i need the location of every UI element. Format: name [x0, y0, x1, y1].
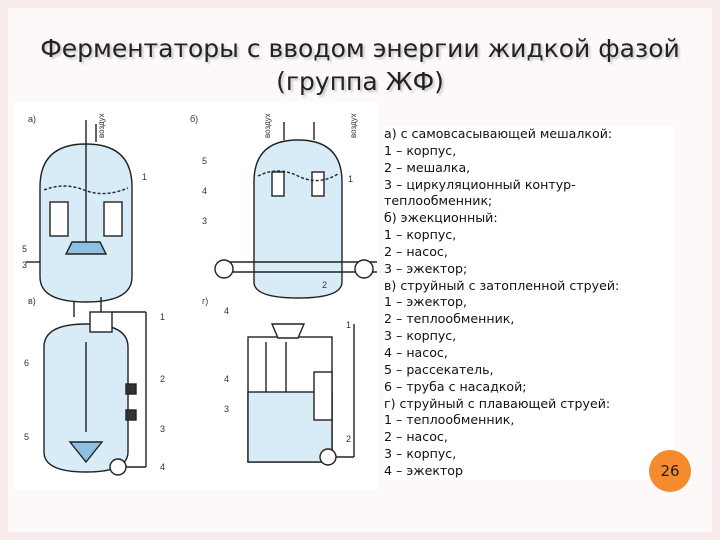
caption-line: 3 – эжектор; [384, 260, 468, 276]
caption-line: 3 – корпус, [384, 328, 457, 344]
panel-a-air-label: воздух [97, 113, 106, 138]
caption-line: 4 – эжектор [384, 462, 463, 478]
panel-c-label-2: 2 [160, 374, 165, 384]
panel-c-label-1: 1 [160, 312, 165, 322]
slide-title: Ферментаторы с вводом энергии жидкой фаз… [20, 32, 700, 98]
caption-line: 1 – теплообменник, [384, 412, 515, 428]
caption-line: 3 – циркуляционный контур- [384, 176, 576, 192]
caption-line: г) струйный с плавающей струей: [384, 395, 611, 411]
panel-d-vessel [247, 323, 355, 466]
panel-b-label-4: 4 [202, 186, 207, 196]
title-line-2: (группа ЖФ) [276, 67, 444, 96]
panel-b-label-1: 1 [348, 174, 353, 184]
panel-a-label-1: 1 [142, 172, 147, 182]
fermenter-diagram: а) 5 1 3 воздух б) 5 4 3 1 2 воздух возд… [14, 102, 378, 490]
panel-d-letter: г) [202, 296, 208, 306]
title-line-1: Ферментаторы с вводом энергии жидкой фаз… [40, 34, 680, 63]
caption-line: в) струйный с затопленной струей: [384, 277, 620, 293]
caption-line: 4 – насос, [384, 344, 448, 360]
caption-line: а) с самовсасывающей мешалкой: [384, 126, 613, 141]
caption-line: б) эжекционный: [384, 210, 498, 226]
panel-b-air-label-2: воздух [349, 113, 358, 138]
caption-line: 5 – рассекатель, [384, 361, 494, 377]
panel-b-label-2: 2 [322, 280, 327, 290]
panel-a-label-5: 5 [22, 244, 27, 254]
caption-list: а) с самовсасывающей мешалкой: 1 – корпу… [384, 126, 674, 480]
panel-d-label-3: 3 [224, 404, 229, 414]
panel-a-letter: а) [28, 114, 36, 124]
panel-c-label-6: 6 [24, 358, 29, 368]
caption-line: 3 – корпус, [384, 446, 457, 462]
caption-line: 1 – корпус, [384, 227, 457, 243]
panel-d-label-4: 4 [224, 374, 229, 384]
panel-c-label-4: 4 [160, 462, 165, 472]
panel-a-label-3: 3 [22, 260, 27, 270]
caption-line: 6 – труба с насадкой; [384, 378, 527, 394]
panel-b-air-label-1: воздух [263, 113, 272, 138]
caption-line: 2 – насос, [384, 429, 448, 445]
panel-b-label-5: 5 [202, 156, 207, 166]
caption-line: 2 – теплообменник, [384, 311, 515, 327]
panel-b-vessel [214, 122, 377, 299]
panel-d-label-4-top: 4 [224, 306, 229, 316]
panel-b-label-3: 3 [202, 216, 207, 226]
caption-line: теплообменник; [384, 193, 493, 209]
panel-a-vessel [26, 120, 133, 317]
panel-c-letter: в) [28, 296, 36, 306]
caption-line: 1 – эжектор, [384, 294, 467, 310]
caption-line: 2 – мешалка, [384, 159, 471, 175]
diagram-svg: а) 5 1 3 воздух б) 5 4 3 1 2 воздух возд… [22, 113, 377, 476]
caption-line: 2 – насос, [384, 243, 448, 259]
panel-c-label-3: 3 [160, 424, 165, 434]
panel-c-label-5: 5 [24, 432, 29, 442]
panel-b-letter: б) [190, 114, 198, 124]
panel-d-label-2: 2 [346, 434, 351, 444]
caption-line: 1 – корпус, [384, 142, 457, 158]
page-number-badge: 26 [649, 450, 691, 492]
panel-d-label-1: 1 [346, 320, 351, 330]
panel-c-vessel [43, 297, 147, 476]
